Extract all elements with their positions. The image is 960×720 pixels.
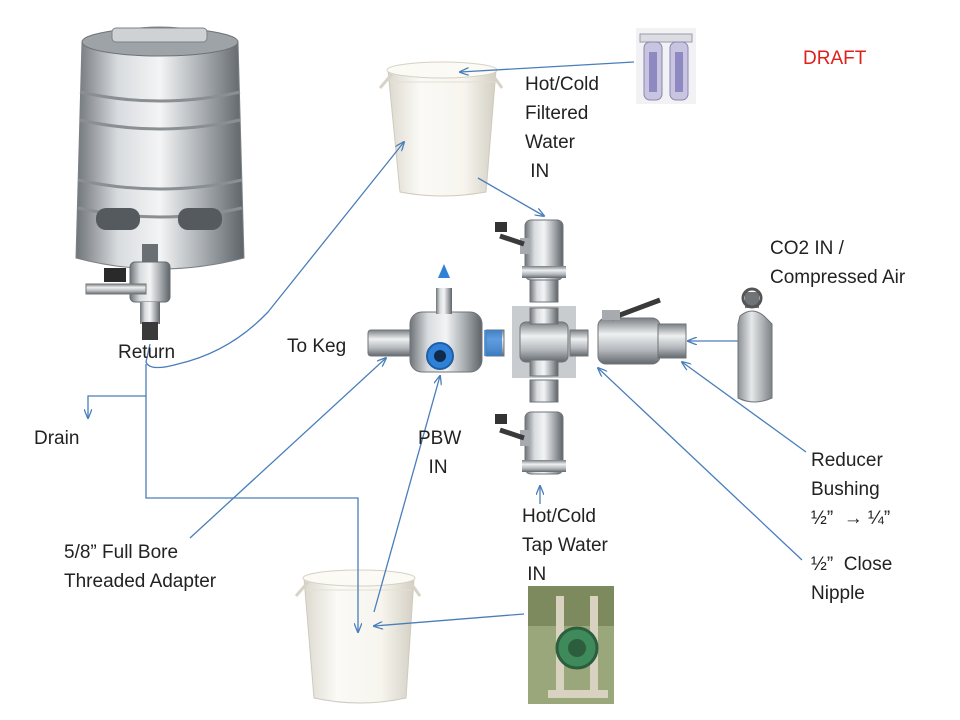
co2-cylinder-icon xyxy=(737,287,773,403)
return-line xyxy=(145,142,404,369)
reducer-arrow xyxy=(682,362,807,453)
adapter-label: 5/8” Full Bore Threaded Adapter xyxy=(64,542,217,592)
ball-valve-bottom-icon xyxy=(495,411,566,475)
keg-icon xyxy=(75,26,245,270)
cross-fitting-icon xyxy=(485,279,589,403)
keg-coupler-icon xyxy=(85,244,171,340)
close-nipple-arrow xyxy=(598,368,803,561)
reducer-size-label: ½” → ¼” xyxy=(811,508,891,529)
hose-to-bucket-arrow xyxy=(374,613,525,626)
pbw-arrow xyxy=(373,376,440,613)
drain-line xyxy=(88,364,147,418)
return-to-bucket-line xyxy=(145,396,358,632)
ball-valve-right-icon xyxy=(597,297,687,365)
drain-label: Drain xyxy=(34,428,80,449)
draft-label: DRAFT xyxy=(803,48,867,69)
pbw-label: PBW IN xyxy=(418,428,462,478)
bucket-icon xyxy=(294,569,422,704)
co2-label: CO2 IN / Compressed Air xyxy=(770,238,906,288)
return-label: Return xyxy=(118,342,176,363)
bucket-to-valve-arrow xyxy=(477,177,544,216)
reducer-bushing-label: Reducer Bushing xyxy=(811,450,883,500)
hose-reel-icon xyxy=(528,586,614,704)
bucket-icon xyxy=(378,61,504,197)
ball-valve-top-icon xyxy=(495,219,566,281)
tap-water-label: Hot/Cold Tap Water IN xyxy=(522,506,608,585)
adapter-arrow xyxy=(189,358,386,539)
three-way-valve-icon xyxy=(367,264,502,373)
filtered-water-label: Hot/Cold Filtered Water IN xyxy=(525,74,599,182)
close-nipple-label: ½” Close Nipple xyxy=(811,554,893,604)
filter-to-bucket-arrow xyxy=(460,61,635,72)
to-keg-label: To Keg xyxy=(287,336,347,357)
water-filter-icon xyxy=(636,28,696,104)
